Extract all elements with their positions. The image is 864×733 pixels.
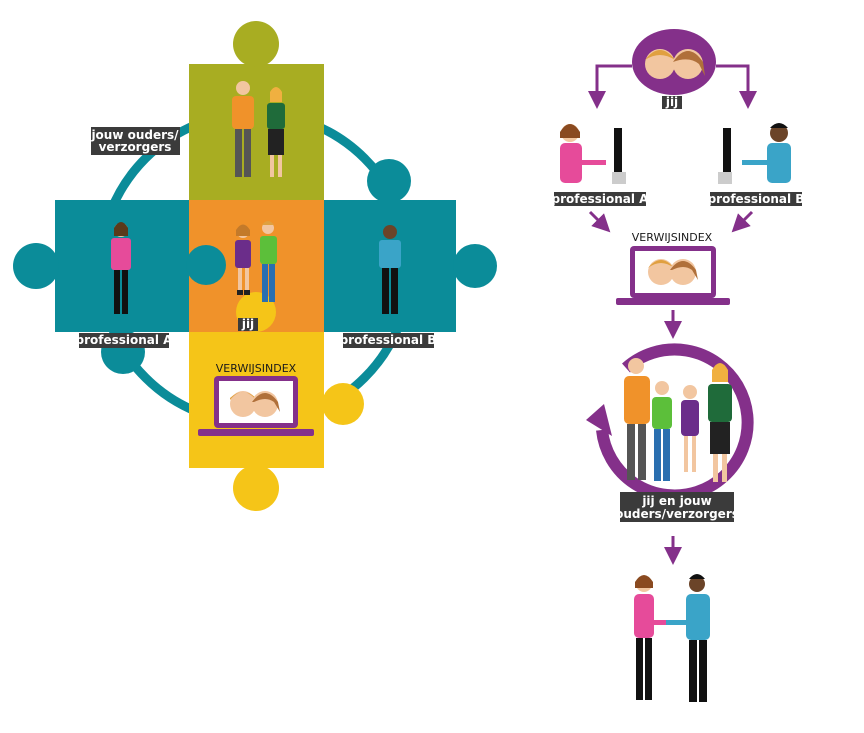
puzzle-piece-parents [189, 21, 411, 203]
label-parents-line2: verzorgers [99, 140, 172, 154]
parents-figures [232, 81, 285, 177]
arrow-prof-b-to-index [731, 210, 754, 233]
flow-label-prof-a: professional A [552, 192, 650, 206]
label-prof-b: professional B [340, 333, 437, 348]
label-prof-a-text: professional A [76, 333, 174, 347]
flow-diagram: jij professional A professional B [552, 29, 805, 702]
prof-b-figure [379, 225, 401, 314]
flow-index-laptop: VERWIJSINDEX [616, 231, 730, 305]
label-jij-text: jij [241, 317, 254, 331]
arrow-prof-a-to-index [588, 210, 611, 233]
puzzle-diagram: jouw ouders/ verzorgers professional A p… [13, 21, 497, 511]
arrow-to-prof-b [716, 64, 757, 109]
cycle-arrow [596, 343, 754, 502]
label-jij: jij [238, 317, 258, 331]
flow-prof-a: professional A [552, 124, 650, 206]
puzzle-piece-jij [186, 200, 324, 332]
flow-label-jij: jij [665, 95, 678, 109]
flow-handshake [634, 574, 710, 702]
flow-label-family-line2: ouders/verzorgers [615, 507, 739, 521]
flow-prof-b: professional B [708, 123, 805, 206]
label-parents-line1: jouw ouders/ [90, 128, 179, 142]
prof-a-figure [111, 222, 131, 314]
flow-jij-node: jij [632, 29, 716, 109]
label-prof-b-text: professional B [340, 333, 437, 347]
laptop-icon [198, 376, 314, 436]
puzzle-piece-prof-b [324, 200, 497, 332]
label-parents: jouw ouders/ verzorgers [90, 127, 180, 155]
flow-label-family-line1: jij en jouw [641, 494, 711, 508]
label-prof-a: professional A [76, 333, 174, 348]
arrow-to-prof-a [588, 64, 632, 109]
label-index: VERWIJSINDEX [216, 362, 297, 375]
jij-figures [235, 221, 277, 302]
flow-label-prof-b: professional B [708, 192, 805, 206]
flow-family-cycle: jij en jouw ouders/verzorgers [586, 343, 754, 522]
flow-label-index: VERWIJSINDEX [632, 231, 713, 244]
